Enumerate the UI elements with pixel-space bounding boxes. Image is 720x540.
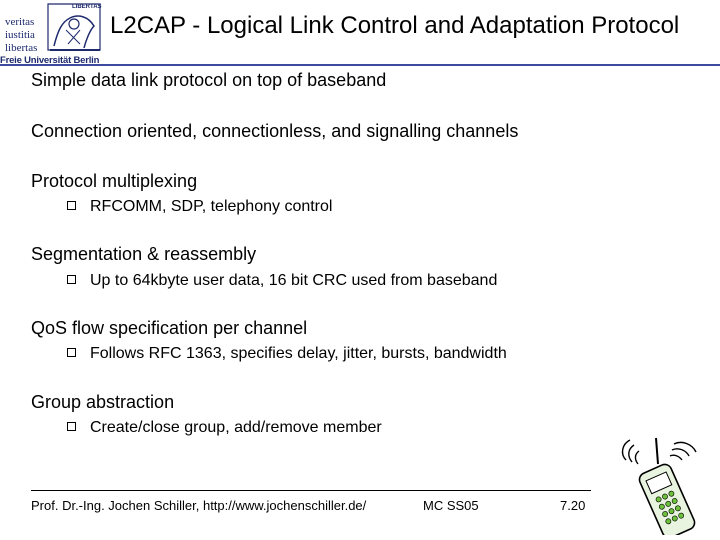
bullet-2: Connection oriented, connectionless, and… [31, 121, 519, 141]
bullet-6: Group abstraction [31, 392, 175, 412]
bullet-4: Segmentation & reassembly [31, 244, 257, 264]
bullet-1: Simple data link protocol on top of base… [31, 70, 387, 90]
logo-institution: Freie Universität Berlin [0, 55, 100, 66]
sub-bullet-text: Up to 64kbyte user data, 16 bit CRC used… [90, 272, 498, 289]
university-logo: veritas iustitia libertas LIBERTAS Freie… [0, 0, 108, 66]
checkbox-bullet-icon [67, 275, 76, 284]
bluetooth-phone-icon [621, 437, 697, 535]
sub-bullet-text: RFCOMM, SDP, telephony control [90, 198, 333, 215]
checkbox-bullet-icon [67, 348, 76, 357]
bullet-3: Protocol multiplexing [31, 171, 198, 191]
checkbox-bullet-icon [67, 422, 76, 431]
bullet-5: QoS flow specification per channel [31, 318, 308, 338]
logo-motto-2: iustitia [5, 29, 35, 41]
logo-motto-1: veritas [5, 16, 35, 28]
footer-course: MC SS05 [423, 498, 479, 513]
title-rule [0, 64, 720, 66]
seal-text: LIBERTAS [72, 4, 102, 10]
sub-bullet-text: Create/close group, add/remove member [90, 419, 382, 436]
slide-title: L2CAP - Logical Link Control and Adaptat… [110, 12, 680, 39]
footer-rule [31, 490, 591, 491]
seal-icon [47, 3, 101, 51]
footer-author: Prof. Dr.-Ing. Jochen Schiller, http://w… [31, 498, 367, 513]
checkbox-bullet-icon [67, 201, 76, 210]
sub-bullet-text: Follows RFC 1363, specifies delay, jitte… [90, 345, 507, 362]
footer-page-number: 7.20 [560, 498, 586, 513]
logo-motto-3: libertas [5, 42, 38, 54]
